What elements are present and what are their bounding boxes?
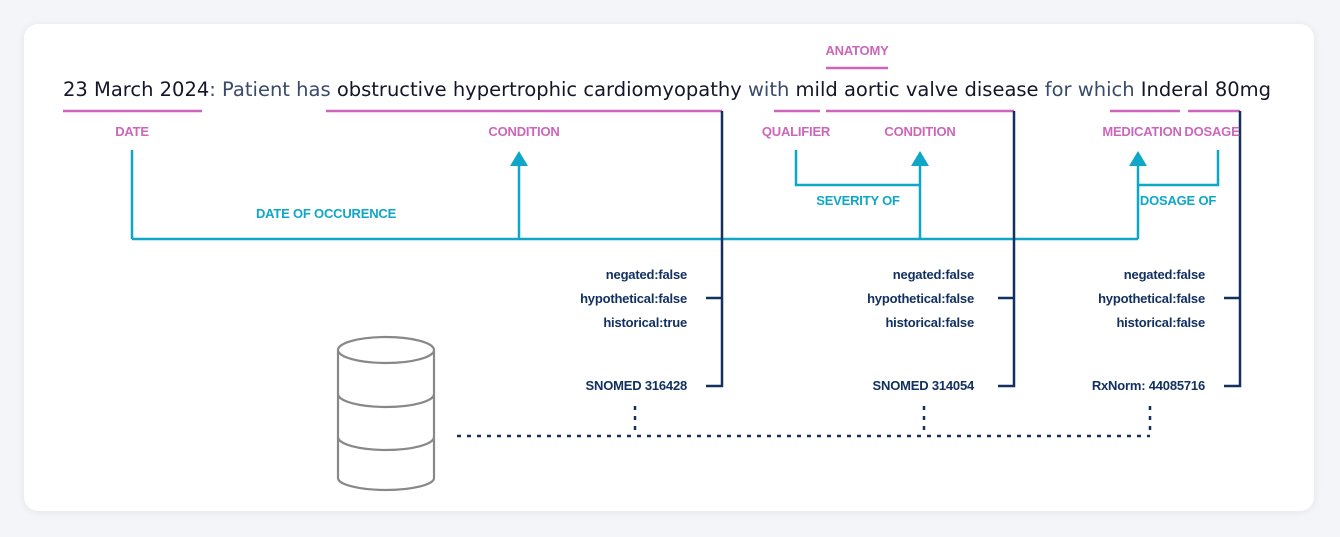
hypothetical-attribute: hypothetical:false xyxy=(580,291,687,306)
clinical-sentence: 23 March 2024: Patient has obstructive h… xyxy=(63,78,1271,101)
dosage-connector xyxy=(1138,150,1220,187)
medication-attribute-bracket xyxy=(1224,111,1242,388)
rxnorm-code: RxNorm: 44085716 xyxy=(1091,378,1205,393)
sentence-text: : Patient has xyxy=(209,78,337,101)
sentence-text: with xyxy=(741,78,796,101)
medication-label: MEDICATION xyxy=(1102,124,1182,139)
entity-condition1-text: obstructive hypertrophic cardiomyopathy xyxy=(336,78,742,101)
negated-attribute: negated:false xyxy=(1123,267,1205,282)
historical-attribute: historical:true xyxy=(603,315,687,330)
dosage-label: DOSAGE xyxy=(1184,124,1240,139)
severity-of-label: SEVERITY OF xyxy=(816,193,900,208)
annotation-card xyxy=(24,24,1314,511)
hypothetical-attribute: hypothetical:false xyxy=(1098,291,1205,306)
historical-attribute: historical:false xyxy=(885,315,974,330)
date-label: DATE xyxy=(115,124,149,139)
condition2-attribute-bracket xyxy=(998,111,1016,388)
qualifier-label: QUALIFIER xyxy=(761,124,831,139)
condition1-arrowhead xyxy=(510,151,528,166)
sentence-text: for which xyxy=(1038,78,1141,101)
condition1-attribute-bracket xyxy=(706,111,724,388)
condition2-arrowhead xyxy=(911,151,929,166)
severity-connector xyxy=(794,150,920,187)
negated-attribute: negated:false xyxy=(892,267,974,282)
negated-attribute: negated:false xyxy=(605,267,687,282)
historical-attribute: historical:false xyxy=(1116,315,1205,330)
database-icon xyxy=(336,335,436,492)
condition1-label: CONDITION xyxy=(488,124,560,139)
anatomy-label: ANATOMY xyxy=(825,43,889,58)
entity-condition2-text: aortic valve disease xyxy=(843,78,1039,101)
entity-date-text: 23 March 2024 xyxy=(63,78,210,101)
snomed-code: SNOMED 314054 xyxy=(872,378,975,393)
entity-qualifier-text: mild xyxy=(795,78,838,101)
entity-medication-text: Inderal xyxy=(1140,78,1209,101)
snomed-code: SNOMED 316428 xyxy=(585,378,688,393)
condition2-label: CONDITION xyxy=(884,124,956,139)
dosage-of-label: DOSAGE OF xyxy=(1139,193,1217,208)
date-of-occurence-label: DATE OF OCCURENCE xyxy=(255,206,397,221)
entity-dosage-text: 80mg xyxy=(1214,78,1272,101)
medication-arrowhead xyxy=(1129,151,1147,166)
hypothetical-attribute: hypothetical:false xyxy=(867,291,974,306)
